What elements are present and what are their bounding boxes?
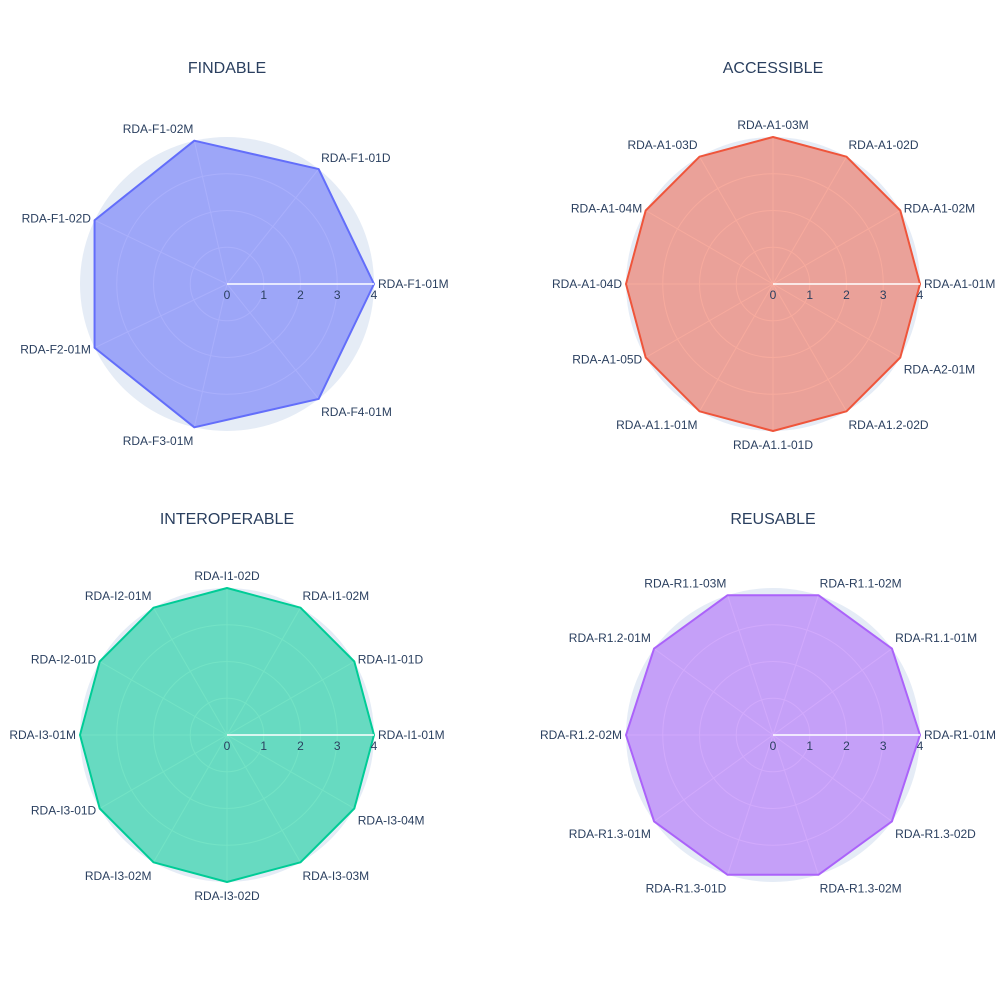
interoperable-tick-label: 1 (260, 739, 267, 753)
interoperable-tick-label: 4 (371, 739, 378, 753)
reusable-category-label: RDA-R1.1-01M (895, 631, 977, 645)
accessible-category-label: RDA-A1.1-01D (733, 438, 813, 452)
findable-category-label: RDA-F1-02D (22, 211, 92, 225)
reusable-tick-label: 4 (917, 739, 924, 753)
interoperable-title: INTEROPERABLE (160, 511, 294, 528)
interoperable-category-label: RDA-I2-01M (85, 589, 152, 603)
accessible-category-label: RDA-A1-04D (552, 277, 622, 291)
interoperable-category-label: RDA-I3-01D (31, 804, 97, 818)
findable-category-label: RDA-F3-01M (123, 434, 194, 448)
accessible-tick-label: 0 (770, 288, 777, 302)
accessible-category-label: RDA-A1.1-01M (616, 418, 697, 432)
accessible-tick-label: 3 (880, 288, 887, 302)
findable-title: FINDABLE (188, 60, 266, 77)
findable-category-label: RDA-F4-01M (321, 405, 392, 419)
accessible-category-label: RDA-A1-02D (849, 138, 919, 152)
interoperable-category-label: RDA-I3-02D (194, 889, 260, 903)
reusable-tick-label: 2 (843, 739, 850, 753)
interoperable-category-label: RDA-I3-01M (9, 728, 76, 742)
accessible-category-label: RDA-A1-03D (627, 138, 697, 152)
reusable-tick-label: 1 (806, 739, 813, 753)
accessible-tick-label: 1 (806, 288, 813, 302)
reusable-category-label: RDA-R1.1-02M (820, 576, 902, 590)
reusable-title: REUSABLE (730, 511, 815, 528)
reusable-category-label: RDA-R1.3-02D (895, 827, 976, 841)
reusable-tick-label: 0 (770, 739, 777, 753)
accessible-category-label: RDA-A1-02M (904, 202, 975, 216)
interoperable-tick-label: 2 (297, 739, 304, 753)
reusable-category-label: RDA-R1.3-01D (646, 882, 727, 896)
reusable-category-label: RDA-R1-01M (924, 728, 996, 742)
accessible-category-label: RDA-A2-01M (904, 363, 975, 377)
reusable-tick-label: 3 (880, 739, 887, 753)
accessible-category-label: RDA-A1-05D (572, 353, 642, 367)
accessible-category-label: RDA-A1-03M (737, 118, 808, 132)
findable-tick-label: 3 (334, 288, 341, 302)
accessible-category-label: RDA-A1-01M (924, 277, 995, 291)
findable-category-label: RDA-F1-02M (123, 122, 194, 136)
accessible-title: ACCESSIBLE (723, 60, 823, 77)
interoperable-category-label: RDA-I1-01M (378, 728, 445, 742)
interoperable-tick-label: 3 (334, 739, 341, 753)
interoperable-tick-label: 0 (224, 739, 231, 753)
findable-tick-label: 1 (260, 288, 267, 302)
findable-category-label: RDA-F1-01D (321, 151, 391, 165)
findable-category-label: RDA-F2-01M (20, 343, 91, 357)
reusable-category-label: RDA-R1.3-02M (820, 882, 902, 896)
interoperable-category-label: RDA-I3-02M (85, 869, 152, 883)
accessible-category-label: RDA-A1.2-02D (849, 418, 929, 432)
findable-tick-label: 0 (224, 288, 231, 302)
accessible-tick-label: 2 (843, 288, 850, 302)
findable-tick-label: 4 (371, 288, 378, 302)
interoperable-category-label: RDA-I3-04M (358, 814, 425, 828)
interoperable-category-label: RDA-I1-02D (194, 569, 260, 583)
interoperable-category-label: RDA-I1-01D (358, 653, 424, 667)
findable-tick-label: 2 (297, 288, 304, 302)
findable-category-label: RDA-F1-01M (378, 277, 449, 291)
reusable-category-label: RDA-R1.2-01M (569, 631, 651, 645)
interoperable-category-label: RDA-I2-01D (31, 653, 97, 667)
interoperable-category-label: RDA-I3-03M (303, 869, 370, 883)
reusable-category-label: RDA-R1.3-01M (569, 827, 651, 841)
accessible-category-label: RDA-A1-04M (571, 202, 642, 216)
accessible-tick-label: 4 (917, 288, 924, 302)
interoperable-category-label: RDA-I1-02M (303, 589, 370, 603)
reusable-category-label: RDA-R1.2-02M (540, 728, 622, 742)
reusable-category-label: RDA-R1.1-03M (644, 576, 726, 590)
